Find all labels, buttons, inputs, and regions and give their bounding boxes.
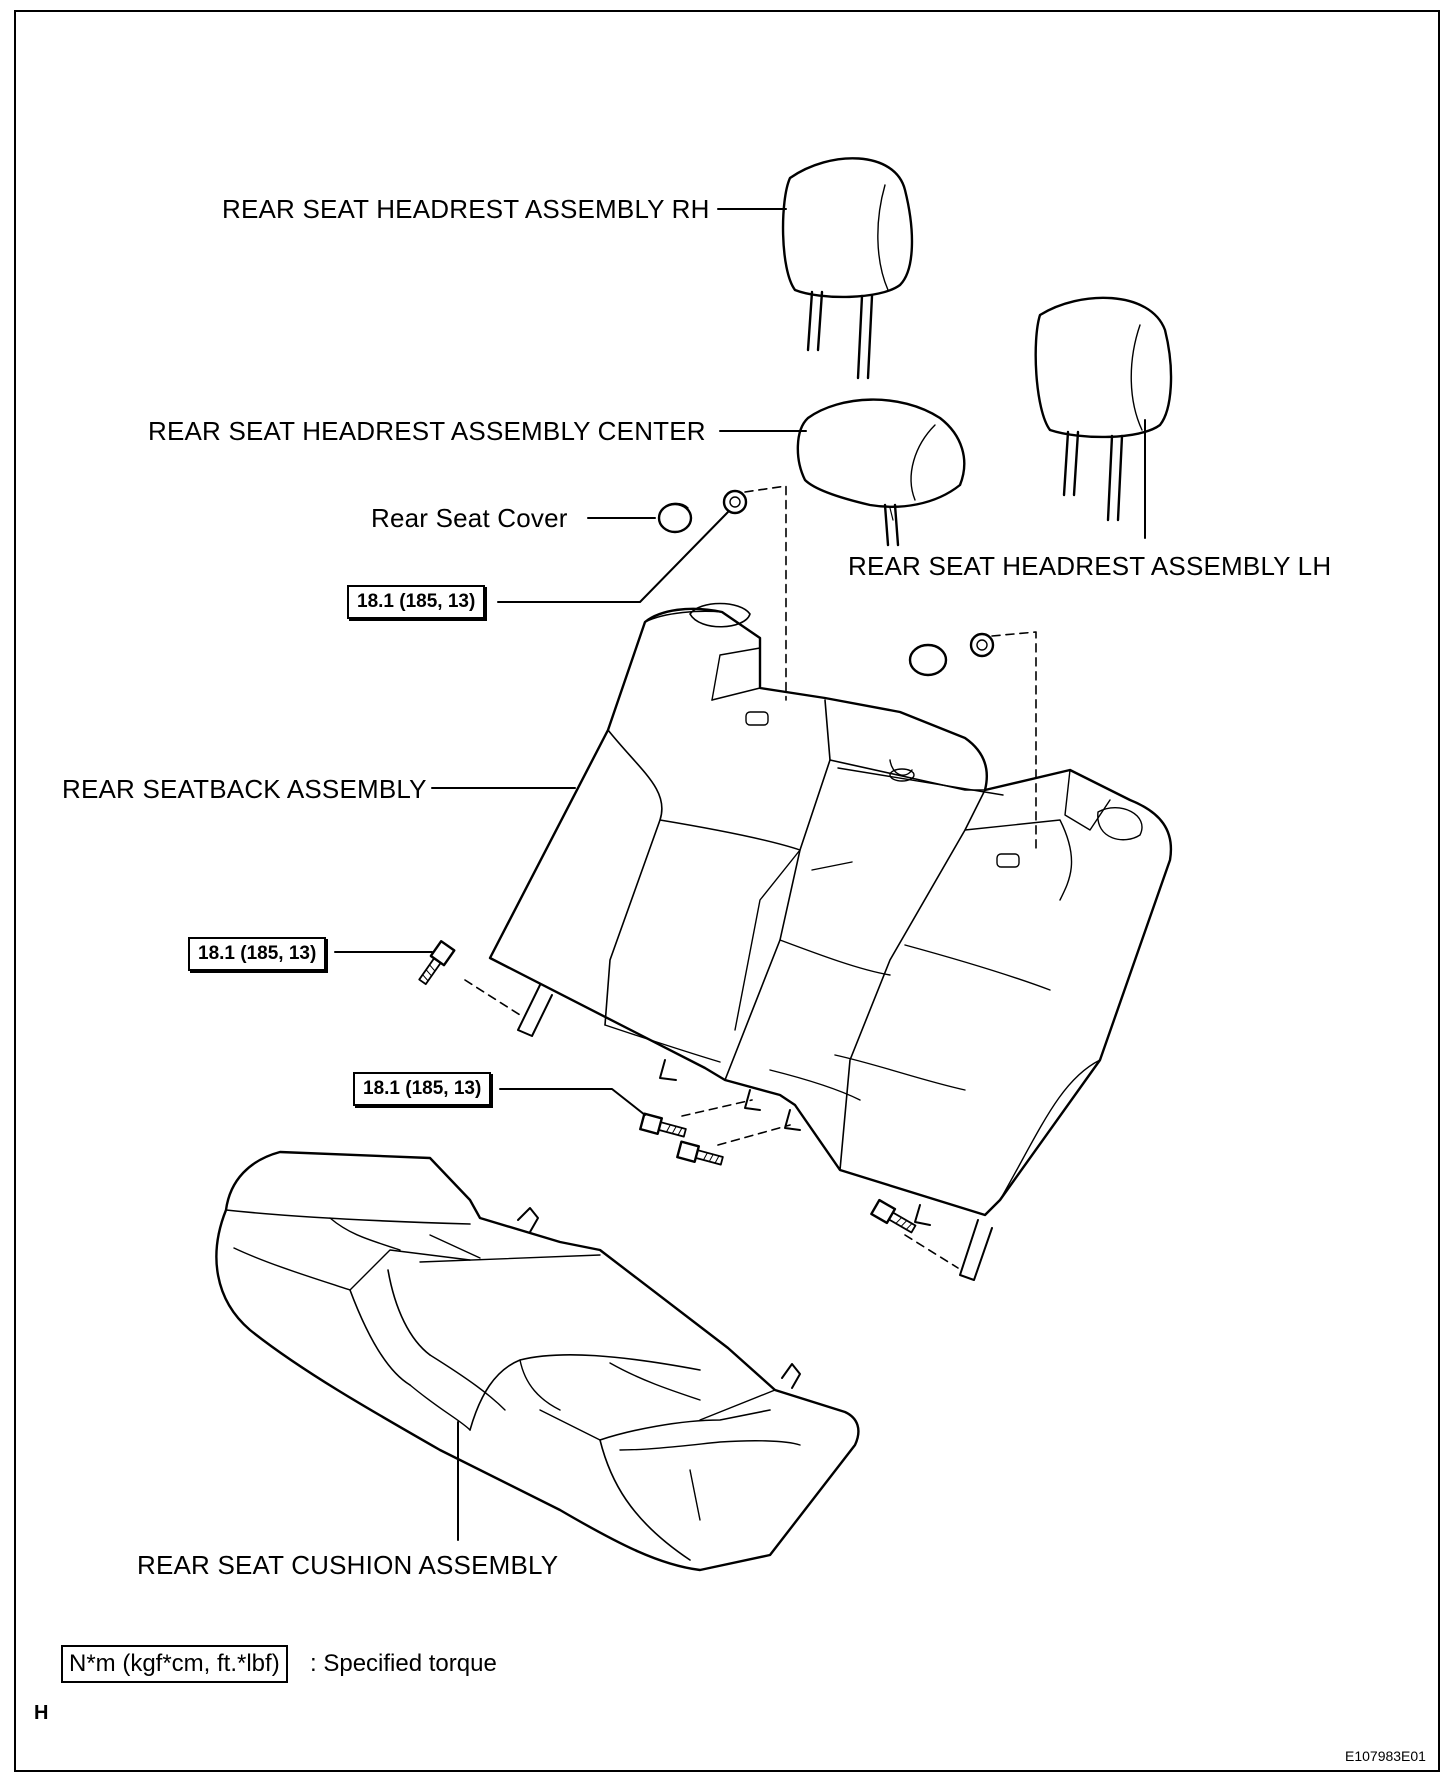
torque-upper-nut: 18.1 (185, 13) (347, 585, 486, 619)
figure-frame (14, 10, 1440, 1772)
leader-upper-nut-torque (497, 511, 729, 603)
label-headrest-rh: REAR SEAT HEADREST ASSEMBLY RH (222, 194, 710, 224)
seatback-drawing (488, 602, 1173, 1281)
label-headrest-center: REAR SEAT HEADREST ASSEMBLY CENTER (148, 416, 706, 446)
label-cushion: REAR SEAT CUSHION ASSEMBLY (137, 1550, 559, 1580)
headrest-center-drawing (796, 398, 966, 547)
figure-code: E107983E01 (1345, 1748, 1426, 1764)
label-seat-cover: Rear Seat Cover (371, 503, 568, 533)
leader-center-bolts-torque (499, 1088, 646, 1116)
headrest-rh-drawing (781, 157, 914, 380)
cushion-drawing (215, 1150, 860, 1572)
bolts (418, 940, 917, 1234)
torque-center-bolts: 18.1 (185, 13) (353, 1072, 492, 1106)
label-seatback: REAR SEATBACK ASSEMBLY (62, 774, 427, 804)
headrest-lh-drawing (1034, 296, 1173, 522)
torque-left-bolt: 18.1 (185, 13) (188, 937, 327, 971)
legend-unit-box: N*m (kgf*cm, ft.*lbf) (61, 1645, 288, 1683)
legend-unit-text: : Specified torque (310, 1650, 497, 1677)
nuts (722, 489, 995, 658)
seat-cover-caps (657, 502, 948, 677)
corner-mark: H (34, 1702, 49, 1724)
label-headrest-lh: REAR SEAT HEADREST ASSEMBLY LH (848, 551, 1332, 581)
